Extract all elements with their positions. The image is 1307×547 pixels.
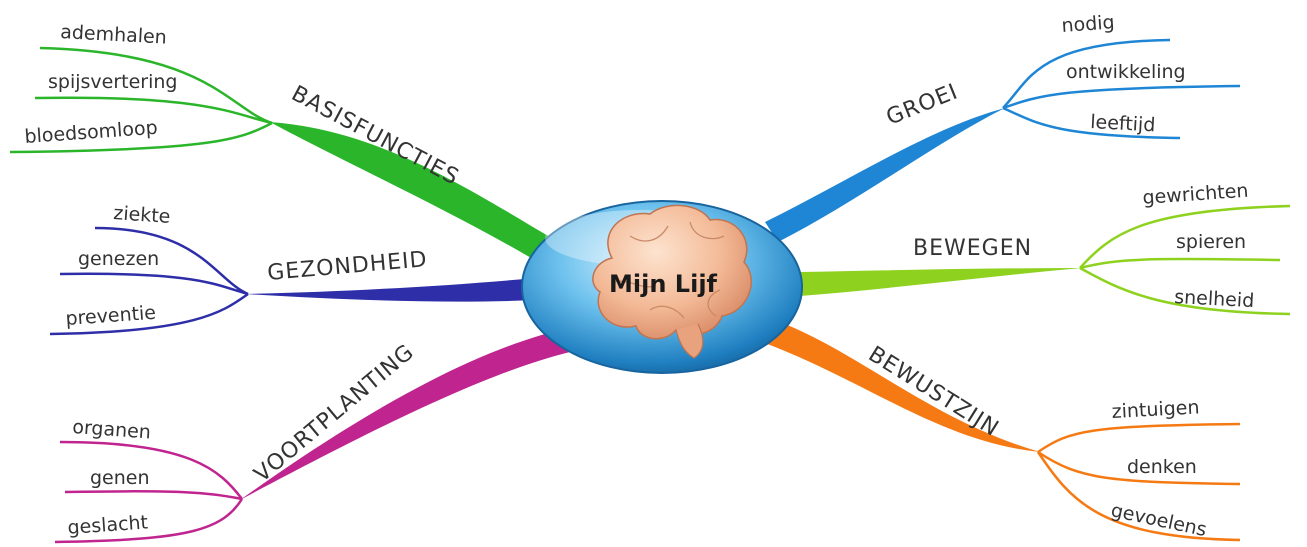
- center-label: Mijn Lijf: [609, 270, 718, 298]
- leaf-line-ontwikkeling: [1002, 84, 1241, 110]
- leaf-line-ziekte: [94, 226, 249, 296]
- leaf-line-gewrichten: [1079, 204, 1291, 269]
- center-node: Mijn Lijf: [521, 200, 803, 374]
- branch-bewegen: BEWEGEN gewrichten spieren snelheid: [800, 180, 1291, 316]
- branch-bewustzijn-stem: [762, 320, 1040, 452]
- leaf-organen: organen: [72, 416, 152, 443]
- leaf-line-denken: [1037, 450, 1241, 486]
- branch-label-bewegen: BEWEGEN: [913, 236, 1032, 261]
- leaf-line-genen: [64, 490, 243, 501]
- leaf-line-snelheid: [1079, 266, 1291, 316]
- leaf-genen: genen: [90, 467, 150, 489]
- leaf-line-ademhalen: [39, 46, 273, 125]
- branch-voortplanting: VOORTPLANTING organen genen geslacht: [54, 330, 570, 544]
- brain-icon: [592, 204, 752, 359]
- leaf-line-zintuigen: [1037, 422, 1241, 454]
- leaf-gewrichten: gewrichten: [1142, 180, 1249, 209]
- leaf-snelheid: snelheid: [1174, 286, 1255, 312]
- branch-groei-stem: [765, 108, 1005, 242]
- branch-gezondheid: GEZONDHEID ziekte genezen preventie: [49, 202, 535, 336]
- leaf-line-nodig: [1002, 38, 1171, 109]
- branch-label-gezondheid: GEZONDHEID: [266, 247, 428, 286]
- leaf-geslacht: geslacht: [67, 511, 149, 539]
- branch-bewustzijn: BEWUSTZIJN zintuigen denken gevoelens: [762, 320, 1241, 542]
- leaf-leeftijd: leeftijd: [1090, 111, 1156, 136]
- leaf-line-bloedsomloop: [9, 121, 273, 154]
- leaf-line-gevoelens: [1036, 451, 1241, 542]
- leaf-nodig: nodig: [1061, 11, 1115, 37]
- leaf-denken: denken: [1127, 456, 1197, 478]
- leaf-line-preventie: [49, 292, 249, 336]
- branch-gezondheid-stem: [245, 278, 535, 302]
- leaf-line-genezen: [59, 272, 249, 296]
- leaf-ontwikkeling: ontwikkeling: [1066, 61, 1186, 83]
- leaf-preventie: preventie: [65, 302, 157, 330]
- leaf-zintuigen: zintuigen: [1111, 396, 1200, 423]
- leaf-spijsvertering: spijsvertering: [48, 71, 178, 93]
- branch-label-groei: GROEI: [883, 79, 962, 130]
- leaf-ademhalen: ademhalen: [60, 21, 168, 49]
- leaf-ziekte: ziekte: [113, 202, 171, 228]
- leaf-genezen: genezen: [78, 248, 159, 270]
- branch-bewegen-stem: [800, 268, 1082, 296]
- leaf-line-spieren: [1079, 257, 1281, 270]
- branch-basisfuncties: BASISFUNCTIES ademhalen spijsvertering b…: [9, 21, 555, 262]
- leaf-line-leeftijd: [1002, 106, 1181, 140]
- leaf-bloedsomloop: bloedsomloop: [24, 117, 159, 148]
- leaf-gevoelens: gevoelens: [1109, 499, 1209, 541]
- leaf-line-geslacht: [54, 498, 244, 544]
- branch-voortplanting-stem: [240, 330, 570, 500]
- branch-groei: GROEI nodig ontwikkeling leeftijd: [765, 11, 1241, 242]
- leaf-line-spijsvertering: [34, 96, 273, 125]
- leaf-line-organen: [59, 440, 243, 500]
- leaf-spieren: spieren: [1176, 231, 1246, 253]
- branch-basisfuncties-stem: [270, 122, 555, 262]
